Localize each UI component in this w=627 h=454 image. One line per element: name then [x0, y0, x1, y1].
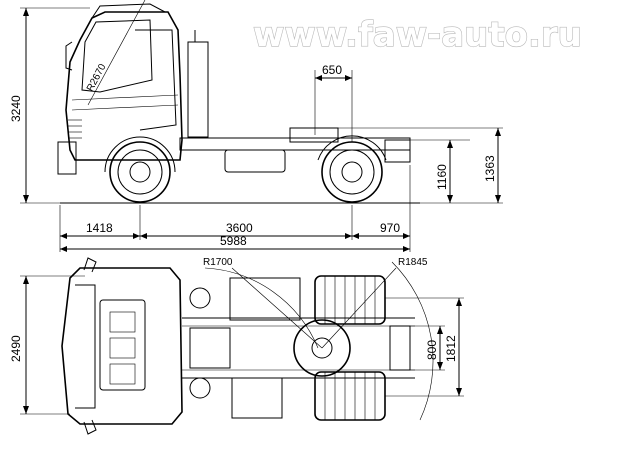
fifth-wheel-offset-label: 650 — [322, 63, 342, 77]
frame-width-label: 800 — [425, 340, 439, 360]
front-radius-label: R1700 — [203, 257, 233, 268]
front-overhang-label: 1418 — [86, 221, 113, 235]
overall-height-label: 3240 — [9, 95, 23, 122]
wheelbase-label: 3600 — [226, 221, 253, 235]
frame-height-label: 1160 — [435, 164, 449, 190]
top-view-truck: R1700 R1845 — [61, 257, 434, 435]
overall-length-label: 5988 — [220, 234, 247, 248]
rear-overhang-label: 970 — [380, 221, 400, 235]
overall-width-label: 2490 — [9, 335, 23, 362]
watermark-text: www.faw-auto.ru — [253, 15, 582, 55]
side-view-dimensions: 3240 650 1160 1363 1418 3600 970 — [9, 7, 503, 252]
track-width-label: 1812 — [444, 335, 458, 362]
rear-radius-label: R1845 — [398, 257, 428, 268]
top-view-dimensions: 2490 800 1812 — [9, 275, 464, 415]
cab-radius-label: R2670 — [85, 62, 109, 94]
fifth-wheel-height-label: 1363 — [483, 155, 497, 182]
